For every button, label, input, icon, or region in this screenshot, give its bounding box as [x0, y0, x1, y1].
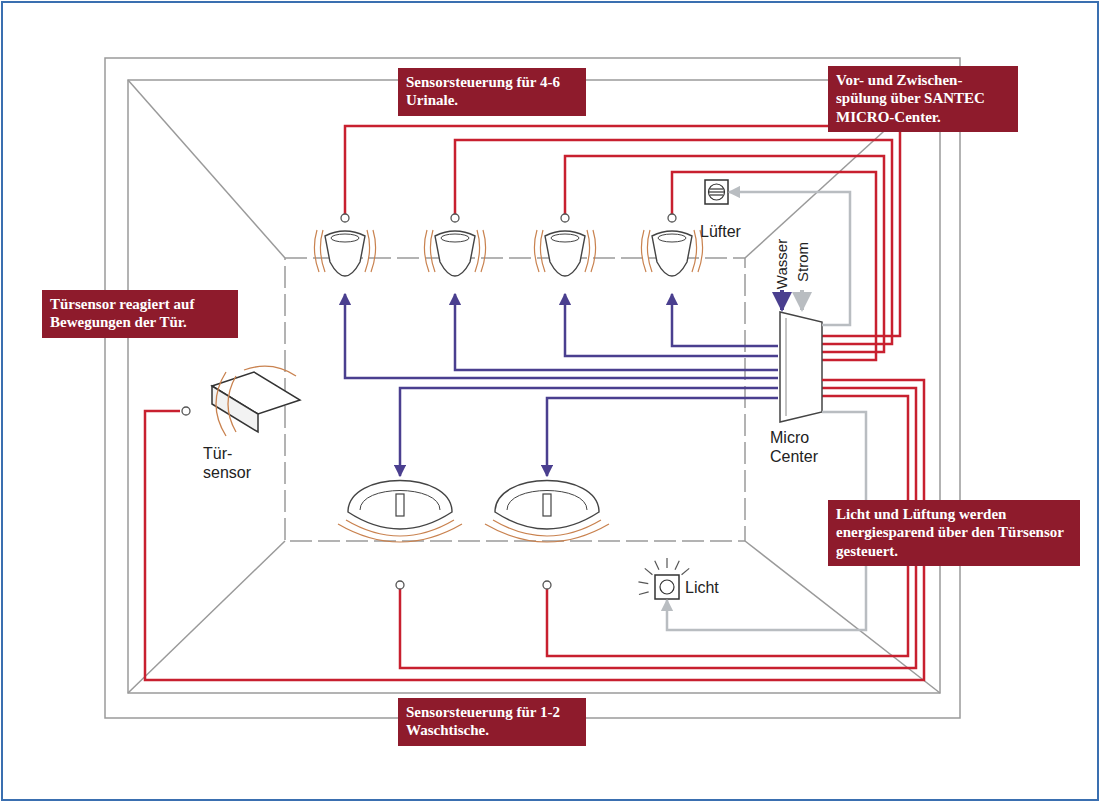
part-label: Tür- sensor [203, 444, 261, 482]
room-outline [105, 58, 960, 718]
washbasin [348, 481, 452, 530]
light-symbol [660, 580, 674, 594]
water-line [345, 294, 778, 378]
washbasin [495, 481, 599, 530]
water-line [672, 294, 778, 346]
sensor-field [365, 230, 370, 272]
water-supply-arrow [780, 290, 784, 310]
door-sensor: Tür- sensor [180, 366, 304, 446]
fan-symbol [705, 180, 728, 204]
part-label: Lüfter [700, 222, 760, 241]
sensor-field [338, 524, 462, 542]
urinal [652, 231, 692, 276]
light-ray [638, 582, 648, 584]
callout-text: Licht und Lüftung werden energiesparend … [836, 505, 1072, 560]
urinal [435, 231, 475, 276]
sensor-field [424, 230, 429, 272]
water-line [455, 294, 778, 370]
callout-text: Sensorsteuerung für 4-6 Urinale. [406, 73, 578, 110]
room-edge [128, 80, 285, 258]
sensor-wire [672, 172, 876, 360]
callout-text: Türsensor reagiert auf Bewegungen der Tü… [50, 295, 230, 332]
supply-label: Wasser [774, 239, 789, 289]
water-line [565, 294, 778, 356]
urinal-rim [658, 234, 686, 242]
callout-box: Vor- und Zwischen- spülung über SANTEC M… [828, 66, 1018, 132]
light-ray [682, 568, 690, 574]
fan-grille [710, 188, 723, 189]
sensor-wire [455, 140, 892, 344]
sensor-field [228, 376, 236, 432]
light-ray [639, 592, 649, 595]
sensor-dot [451, 214, 459, 222]
callout-box: Sensorsteuerung für 1-2 Waschtische. [398, 698, 586, 746]
part-label: Licht [685, 578, 745, 597]
light-ray [655, 561, 659, 570]
room-outline [128, 80, 940, 693]
connector [145, 380, 924, 680]
part-label: Micro Center [770, 428, 830, 466]
sensor-dot [561, 214, 569, 222]
light-ray [666, 558, 667, 568]
urinal-rim [331, 234, 359, 242]
sensor-field [485, 524, 609, 542]
micro-center-detail [786, 318, 787, 416]
connector [729, 192, 850, 325]
sensor-dot [182, 407, 190, 415]
sensor-dot [396, 581, 404, 589]
sensor-field [493, 520, 601, 536]
sensor-field [540, 230, 545, 272]
room-edge [128, 541, 285, 693]
sensor-field [534, 230, 539, 272]
water-line [400, 388, 778, 476]
fan-grille [709, 191, 724, 192]
sensor-dot [341, 214, 349, 222]
urinal-rim [551, 234, 579, 242]
sensor-field [475, 230, 480, 272]
faucet [543, 494, 551, 516]
light-symbol [655, 575, 679, 599]
fan-grille [710, 194, 723, 195]
light-symbol: Licht [655, 575, 679, 599]
callout-box: Licht und Lüftung werden energiesparend … [828, 500, 1080, 566]
micro-center-unit [780, 312, 822, 422]
callout-text: Vor- und Zwischen- spülung über SANTEC M… [836, 71, 1010, 126]
sensor-field [647, 230, 652, 272]
sensor-field [641, 230, 646, 272]
urinal [545, 231, 585, 276]
sensor-field [591, 230, 596, 272]
sensor-field [371, 230, 376, 272]
sensor-field [346, 520, 454, 536]
callout-box: Sensorsteuerung für 4-6 Urinale. [398, 68, 586, 116]
callout-text: Sensorsteuerung für 1-2 Waschtische. [406, 703, 578, 740]
sensor-wire [565, 156, 884, 352]
urinal [325, 231, 365, 276]
power-supply-arrow [800, 290, 804, 310]
sensor-field [244, 366, 296, 376]
sensor-field [481, 230, 486, 272]
sensor-field [692, 230, 697, 272]
urinal-rim [441, 234, 469, 242]
sensor-field [320, 230, 325, 272]
faucet [396, 494, 404, 516]
water-line [547, 398, 778, 476]
callout-box: Türsensor reagiert auf Bewegungen der Tü… [42, 290, 238, 338]
sensor-field [585, 230, 590, 272]
light-ray [645, 568, 653, 574]
sensor-dot [543, 581, 551, 589]
micro-center: Micro Center [778, 312, 822, 422]
sensor-dot [668, 214, 676, 222]
back-wall [285, 258, 745, 541]
door-sensor [212, 386, 258, 432]
light-ray [675, 561, 679, 570]
supply-label: Strom [795, 242, 810, 282]
sensor-wire [345, 126, 900, 336]
fan-symbol: Lüfter [705, 180, 728, 204]
sensor-field [314, 230, 319, 272]
fan-symbol [709, 184, 725, 200]
sensor-field [216, 372, 226, 436]
sensor-field [430, 230, 435, 272]
